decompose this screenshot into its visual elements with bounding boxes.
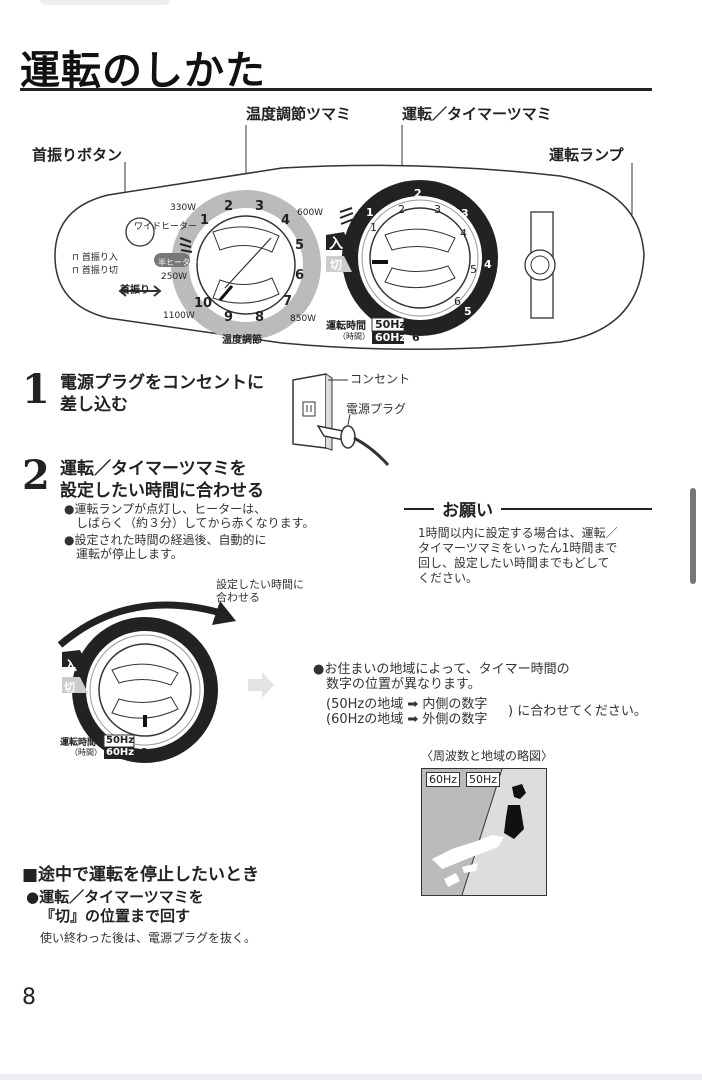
outlet-illustration (288, 370, 418, 470)
temp-num-4: 4 (281, 213, 291, 228)
onegai-line4: ください。 (418, 571, 479, 585)
stop-bullet-1: ●運転／タイマーツマミを (26, 888, 204, 906)
temp-knob-callout: 温度調節ツマミ (246, 105, 352, 123)
stop-heading: ■途中で運転を停止したいとき (22, 865, 260, 885)
timer-inner-3: 3 (434, 203, 441, 216)
swing-button-callout: 首振りボタン (32, 146, 123, 164)
stop-bullet-2: 『切』の位置まで回す (40, 907, 191, 925)
step2-note1-line1: ●運転ランプが点灯し、ヒーターは、 (64, 502, 267, 516)
swing-off-label: ⊓ 首振り切 (72, 266, 118, 276)
timer-on-label: 入 (329, 236, 343, 252)
timer-outer-4: 4 (484, 258, 492, 271)
timer-inner-4: 4 (460, 227, 467, 240)
step2-note1-line2: しばらく（約３分）してから赤くなります。 (76, 516, 315, 530)
region-60hz: (60Hzの地域 ➡ 外側の数字 (326, 712, 488, 727)
timer-60hz: 60Hz (375, 331, 406, 344)
step2-note2-line1: ●設定された時間の経過後、自動的に (64, 533, 267, 547)
japan-frequency-map: 60Hz 50Hz (421, 768, 547, 896)
top-edge (40, 0, 170, 5)
step1-text-2: 差し込む (60, 395, 128, 415)
timer-outer-5: 5 (464, 305, 472, 318)
timer-inner-6: 6 (454, 295, 461, 308)
page-number: 8 (22, 985, 36, 1010)
onegai-title: お願い (434, 496, 501, 521)
dial2-off-label: 切 (64, 681, 75, 694)
step2-number: 2 (22, 452, 50, 499)
map-title: 〈周波数と地域の略図〉 (421, 749, 554, 763)
wide-heater-label: ワイドヒーター (134, 222, 198, 232)
timer-outer-1: 1 (366, 206, 374, 219)
map-60hz: 60Hz (426, 772, 461, 787)
dial2-60hz: 60Hz (106, 747, 135, 758)
dial-caption-2: 合わせる (216, 591, 260, 604)
temp-num-6: 6 (295, 268, 305, 283)
onegai-line3: 回し、設定したい時間までもどして (418, 556, 610, 570)
control-panel-illustration: 温度調節ツマミ 運転／タイマーツマミ 首振りボタン 運転ランプ ⊓ 首振り入 ⊓… (0, 95, 702, 355)
timer-time-label: 運転時間 (326, 321, 366, 332)
temp-num-7: 7 (283, 294, 293, 309)
timer-inner-2: 2 (398, 203, 405, 216)
step2-note2-line2: 運転が停止します。 (76, 547, 183, 561)
region-line1: ●お住まいの地域によって、タイマー時間の (313, 662, 570, 677)
half-heater-label: 半ヒーター (158, 258, 198, 267)
temp-num-3: 3 (255, 199, 265, 214)
dial2-six: 6 (140, 747, 147, 758)
region-line2: 数字の位置が異なります。 (326, 677, 481, 692)
timer-inner-5: 5 (470, 263, 477, 276)
map-50hz: 50Hz (466, 772, 501, 787)
timer-off-label: 切 (330, 258, 343, 272)
timer-50hz: 50Hz (375, 318, 406, 331)
temp-dial-label: 温度調節 (222, 335, 262, 346)
title-rule (20, 88, 652, 91)
plug-label: 電源プラグ (346, 402, 407, 416)
swing-on-label: ⊓ 首振り入 (72, 253, 118, 263)
page-title: 運転のしかた (20, 48, 266, 94)
w330-label: 330W (170, 203, 197, 213)
w1100-label: 1100W (163, 311, 195, 321)
temp-num-5: 5 (295, 238, 305, 253)
onegai-line1: 1時間以内に設定する場合は、運転／ (418, 526, 618, 540)
step2-text-2: 設定したい時間に合わせる (60, 481, 264, 501)
step2-text-1: 運転／タイマーツマミを (60, 459, 247, 479)
w600-label: 600W (297, 208, 324, 218)
bottom-edge (0, 1074, 702, 1080)
timer-knob-callout: 運転／タイマーツマミ (402, 105, 552, 123)
w250-label: 250W (161, 272, 188, 282)
lamp-callout: 運転ランプ (549, 146, 624, 164)
temp-num-1: 1 (200, 213, 210, 228)
timer-outer-2: 2 (414, 187, 422, 200)
dial2-time-label: 運転時間 (60, 738, 97, 748)
stop-note: 使い終わった後は、電源プラグを抜く。 (40, 931, 257, 945)
swing-label: 首振り (120, 285, 150, 296)
arrow-right-icon (246, 670, 276, 700)
timer-outer-3: 3 (461, 207, 469, 220)
temp-num-10: 10 (194, 296, 213, 311)
onegai-rule (404, 508, 652, 510)
temp-num-2: 2 (224, 199, 234, 214)
timer-time-sub: （時間） (338, 332, 370, 341)
step1-number: 1 (22, 366, 50, 413)
dial2-on-label: 入 (64, 659, 78, 674)
temp-num-9: 9 (224, 310, 234, 325)
outlet-label: コンセント (350, 372, 411, 386)
timer-six: 6 (412, 331, 420, 344)
w850-label: 850W (290, 314, 317, 324)
onegai-line2: タイマーツマミをいったん1時間まで (418, 541, 618, 555)
temp-num-8: 8 (255, 310, 265, 325)
dial2-time-sub: （時間） (70, 748, 102, 757)
dial-caption-1: 設定したい時間に (216, 578, 304, 591)
scrollbar-thumb[interactable] (690, 488, 696, 584)
region-50hz: (50Hzの地域 ➡ 内側の数字 (326, 697, 488, 712)
dial2-50hz: 50Hz (106, 735, 135, 746)
region-suffix: ) に合わせてください。 (508, 704, 647, 719)
step2-dial-illustration (50, 575, 310, 765)
timer-inner-1: 1 (370, 221, 377, 234)
step1-text-1: 電源プラグをコンセントに (60, 373, 264, 393)
